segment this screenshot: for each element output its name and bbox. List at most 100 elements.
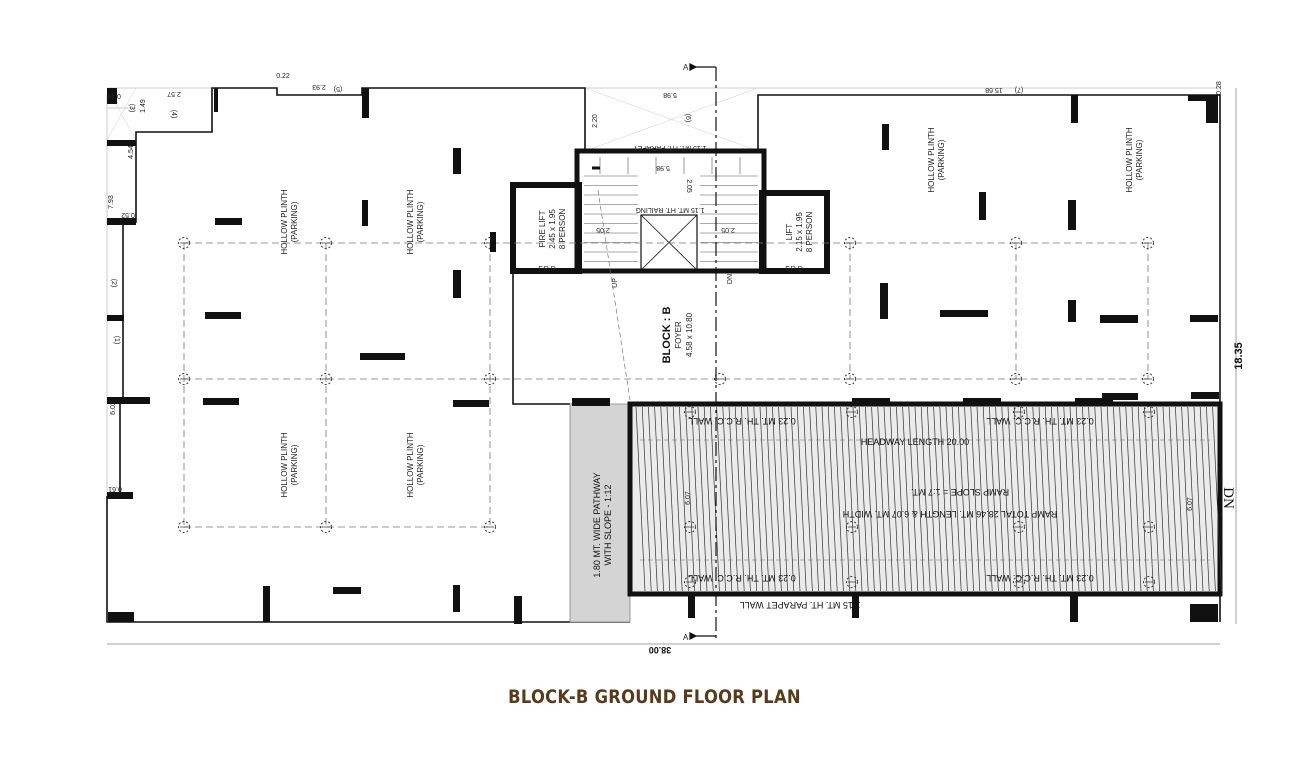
ramp-hatch-line: [1069, 406, 1080, 592]
ramp-hatch-line: [865, 406, 875, 592]
ramp-hatch-line: [784, 406, 795, 592]
column-block: [333, 587, 361, 594]
stair-railing-label: 1.15 MT. HT. RAILING: [635, 206, 704, 213]
column-block: [852, 398, 890, 406]
ramp-hatch-line: [679, 406, 689, 592]
ramp-hatch-line: [821, 406, 832, 592]
svg-text:WITH SLOPE - 1:12: WITH SLOPE - 1:12: [603, 484, 613, 565]
column-block: [1068, 300, 1076, 322]
dim-left-0: 1.49: [140, 99, 147, 113]
ramp-hatch-line: [1187, 406, 1198, 592]
column-block: [107, 218, 136, 225]
column-block: [205, 312, 241, 319]
column-block: [882, 124, 889, 150]
ramp-hatch-line: [672, 406, 683, 592]
svg-text:HOLLOW PLINTH: HOLLOW PLINTH: [1125, 127, 1134, 193]
ramp-hatch-line: [1013, 406, 1024, 592]
dim-marker-3: (3): [128, 104, 135, 113]
column-block: [1070, 596, 1078, 622]
ramp-wall-note-4: 0.23 MT. TH. R.C.C. WALL: [986, 573, 1094, 583]
column-block: [107, 140, 136, 146]
ramp-hatch-line: [1181, 406, 1191, 592]
column-block: [1100, 315, 1138, 323]
pathway-slope: [569, 403, 631, 623]
svg-text:HOLLOW PLINTH: HOLLOW PLINTH: [406, 189, 415, 255]
svg-text:1.80 MT. WIDE PATHWAY: 1.80 MT. WIDE PATHWAY: [592, 472, 602, 577]
ramp-hatch-line: [1119, 406, 1129, 592]
grid-node: [844, 373, 856, 385]
ramp-hatch-line: [939, 406, 950, 592]
ramp-hatch-line: [1001, 406, 1012, 592]
column-block: [108, 612, 134, 622]
dim-top-5: 5.98: [663, 91, 677, 98]
svg-text:(PARKING): (PARKING): [937, 139, 946, 180]
ramp-total: RAMP TOTAL 28.46 MT. LENGTH & 6.07 MT. W…: [843, 509, 1058, 519]
grid-node: [1013, 576, 1025, 588]
ramp-hatch-line: [927, 406, 937, 592]
ramp-hatch-line: [635, 406, 646, 592]
column-block: [1188, 95, 1212, 101]
ramp-hatch-line: [747, 406, 757, 592]
ramp-hatch-line: [728, 406, 739, 592]
ramp-wall-note-2: 0.23 MT. TH. R.C.C. WALL: [986, 416, 1094, 426]
stair-flight-dim: 5.98: [656, 164, 670, 171]
grid-node: [1142, 237, 1154, 249]
grid-node: [1010, 237, 1022, 249]
ramp-hatch-line: [958, 406, 968, 592]
stair-parapet-label: 1.15 MT. HT. PARAPET: [633, 144, 707, 151]
ramp-width-dim-2: 6.07: [1187, 497, 1194, 511]
ramp-hatch-line: [685, 406, 695, 592]
column-grid: [178, 237, 1155, 588]
ramp-hatch-line: [1175, 406, 1185, 592]
column-block: [1071, 95, 1078, 123]
stair-flight-dim-2: 2.05: [685, 179, 692, 193]
ramp-hatch-line: [796, 406, 807, 592]
stair-core: [510, 148, 830, 274]
grid-node: [178, 373, 190, 385]
ramp-hatch-line: [982, 406, 993, 592]
svg-text:2.45 x 1.95: 2.45 x 1.95: [548, 209, 557, 249]
parking-label-2: HOLLOW PLINTH (PARKING): [406, 189, 425, 255]
parking-label-1: HOLLOW PLINTH (PARKING): [280, 189, 299, 255]
ramp-hatch-line: [641, 406, 652, 592]
dim-left-3: 0.52: [121, 211, 135, 218]
grid-node: [844, 237, 856, 249]
section-mark-bottom: A: [683, 633, 689, 642]
ramp-hatch-line: [710, 406, 720, 592]
ramp-hatch-line: [970, 406, 981, 592]
ramp-hatch-line: [1162, 406, 1173, 592]
ramp-hatch-line: [741, 406, 751, 592]
dim-marker-5: (5): [334, 85, 343, 92]
column-block: [453, 585, 460, 612]
fire-lift-label: FIRE LIFT 2.45 x 1.95 8 PERSON: [538, 209, 567, 250]
stair-up: UP: [612, 278, 619, 288]
dim-marker-1: (1): [113, 336, 120, 345]
column-block: [453, 400, 489, 407]
grid-node: [320, 373, 332, 385]
parking-label-5: HOLLOW PLINTH (PARKING): [927, 127, 946, 193]
column-block: [1190, 604, 1218, 622]
column-block: [880, 283, 888, 319]
column-block: [979, 192, 986, 220]
ramp-hatch-line: [734, 406, 745, 592]
svg-text:HOLLOW PLINTH: HOLLOW PLINTH: [280, 189, 289, 255]
svg-text:HOLLOW PLINTH: HOLLOW PLINTH: [406, 432, 415, 498]
ramp-hatch-line: [1088, 406, 1098, 592]
ramp-hatch-line: [809, 406, 819, 592]
ramp-hatch-line: [933, 406, 943, 592]
ramp-hatch-line: [889, 406, 900, 592]
grid-node: [178, 237, 190, 249]
ramp-hatch-line: [716, 406, 726, 592]
grid-node: [320, 237, 332, 249]
foyer-label: BLOCK : B FOYER 4.58 x 10.80: [661, 307, 694, 364]
ramp-hatch-line: [1150, 406, 1160, 592]
ramp-hatch-line: [1057, 406, 1067, 592]
ramp-hatch-line: [1020, 406, 1030, 592]
column-block: [362, 200, 368, 226]
ramp-hatch-line: [1100, 406, 1111, 592]
ramp-hatch-line: [1131, 406, 1142, 592]
ramp-hatch-line: [840, 406, 850, 592]
grid-node: [684, 406, 696, 418]
ramp-hatch-line: [753, 406, 764, 592]
